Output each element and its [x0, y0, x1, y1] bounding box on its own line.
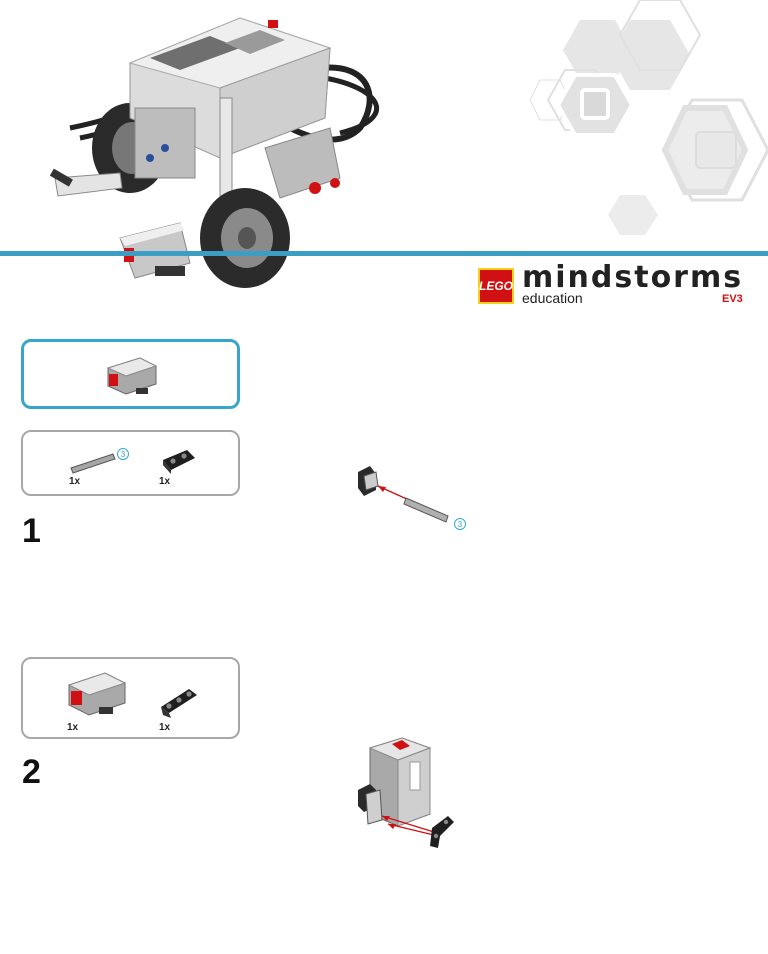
part-qty-liftarm: 1x: [159, 722, 171, 733]
ev3-robot-illustration: [49, 17, 379, 288]
header-divider-line: [0, 251, 768, 256]
parts-box-step-1: 3 1x 1x: [21, 430, 240, 496]
part-qty-connector: 1x: [159, 476, 171, 487]
assembly-axle-length-label: 3: [458, 520, 463, 529]
parts-box-step-2: 1x 1x: [21, 657, 240, 739]
step-2-assembly-diagram: [358, 737, 454, 848]
hexagon-pattern-background: [529, 0, 768, 235]
lego-logo-badge: LEGO: [478, 268, 514, 304]
step-1-assembly-diagram: 3: [358, 466, 466, 530]
liftarm-icon: [161, 689, 197, 718]
touch-sensor-icon: [67, 672, 127, 716]
logo-sub-text: education: [522, 290, 583, 306]
step-number-1: 1: [22, 512, 41, 550]
mindstorms-education-logo: LEGO mindstorms education EV3: [478, 260, 753, 306]
logo-brand-text: mindstorms: [522, 260, 744, 295]
component-box: [21, 339, 240, 409]
touch-sensor-icon: [106, 357, 158, 395]
step-number-2: 2: [22, 753, 41, 791]
axle-length-label: 3: [121, 450, 126, 459]
part-qty-axle: 1x: [69, 476, 81, 487]
logo-product-text: EV3: [722, 293, 743, 305]
part-qty-touch-sensor: 1x: [67, 722, 79, 733]
double-connector-icon: [163, 450, 195, 474]
axle-3-icon: 3: [70, 448, 129, 474]
